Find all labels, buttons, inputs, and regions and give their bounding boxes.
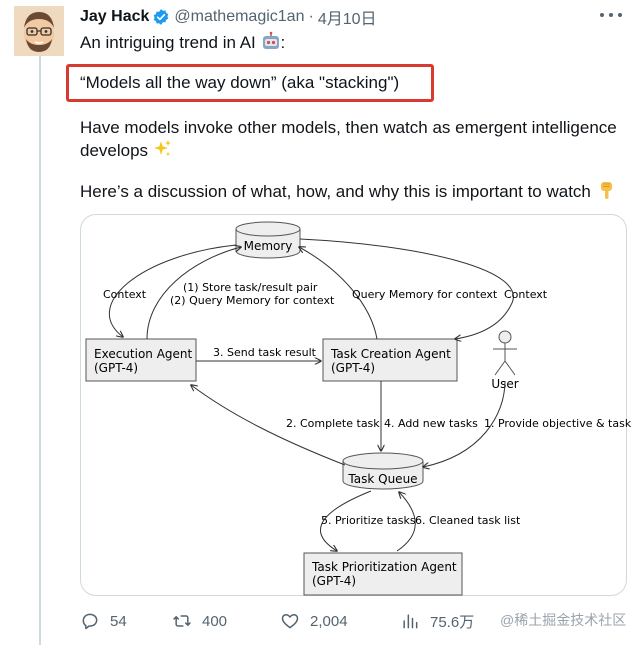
agent-architecture-diagram: Memory Execution Agent (GPT-4) Task Crea…	[85, 221, 632, 596]
tweet-header: Jay Hack @mathemagic1an · 4月10日	[80, 6, 377, 28]
highlight-box	[66, 64, 434, 102]
task-queue-label: Task Queue	[347, 472, 417, 486]
reply-count: 54	[110, 612, 127, 630]
sparkles-emoji-icon	[153, 140, 171, 156]
edge-add-new-tasks: 4. Add new tasks	[384, 417, 478, 430]
edge-context-right: Context	[504, 288, 548, 301]
user-node	[493, 330, 517, 376]
views-button[interactable]: 75.6万	[400, 611, 474, 632]
more-icon[interactable]	[600, 8, 622, 22]
avatar-image	[14, 6, 64, 56]
watermark: @稀土掘金技术社区	[500, 612, 627, 628]
like-button[interactable]: 2,004	[280, 611, 348, 631]
views-count: 75.6万	[430, 613, 475, 631]
author-handle[interactable]: @mathemagic1an	[174, 8, 305, 25]
edge-complete-task: 2. Complete task	[286, 417, 380, 430]
like-count: 2,004	[310, 612, 348, 630]
tweet-paragraph-2: Have models invoke other models, then wa…	[80, 117, 630, 162]
verified-badge-icon	[154, 9, 169, 25]
execution-agent-label: Execution Agent	[94, 347, 193, 361]
retweet-count: 400	[202, 612, 228, 630]
edge-provide-objective: 1. Provide objective & task	[484, 417, 632, 430]
action-bar: 54 400 2,004 75.6万 @稀土掘金技术社区	[80, 608, 628, 634]
memory-label: Memory	[244, 239, 293, 253]
task-creation-agent-node: Task Creation Agent (GPT-4)	[322, 338, 458, 382]
execution-agent-node: Execution Agent (GPT-4)	[85, 338, 197, 382]
thread-line	[39, 56, 41, 645]
edge-query-memory: Query Memory for context	[352, 288, 498, 301]
execution-agent-model: (GPT-4)	[94, 361, 138, 375]
separator-dot: ·	[308, 8, 314, 25]
retweet-icon	[173, 615, 191, 627]
edge-send-task-result: 3. Send task result	[213, 346, 317, 359]
author-name[interactable]: Jay Hack	[80, 8, 150, 25]
edge-store-line1: (1) Store task/result pair	[183, 281, 318, 294]
robot-emoji-icon	[262, 31, 279, 49]
like-icon	[281, 614, 299, 629]
diagram-edges	[109, 238, 514, 551]
views-icon	[403, 614, 418, 629]
edge-context-left: Context	[103, 288, 147, 301]
task-queue-node: Task Queue	[342, 452, 424, 490]
paragraph-2-text: Have models invoke other models, then wa…	[80, 118, 617, 160]
diagram-image[interactable]: Memory Execution Agent (GPT-4) Task Crea…	[80, 214, 632, 596]
edge-cleaned-task-list: 6. Cleaned task list	[415, 514, 521, 527]
reply-button[interactable]: 54	[80, 611, 127, 631]
edge-store-line2: (2) Query Memory for context	[170, 294, 335, 307]
edge-prioritize-tasks: 5. Prioritize tasks	[321, 514, 416, 527]
paragraph-3-text: Here’s a discussion of what, how, and wh…	[80, 182, 591, 201]
tweet-intro-text: An intriguing trend in AI	[80, 33, 256, 52]
memory-node: Memory	[235, 221, 301, 259]
prioritization-agent-label: Task Prioritization Agent	[311, 560, 457, 574]
task-creation-agent-model: (GPT-4)	[331, 361, 375, 375]
avatar[interactable]	[14, 6, 64, 56]
tweet-date[interactable]: 4月10日	[317, 11, 377, 28]
tweet-intro-suffix: :	[280, 33, 286, 52]
tweet-paragraph-3: Here’s a discussion of what, how, and wh…	[80, 180, 630, 203]
task-creation-agent-label: Task Creation Agent	[330, 347, 451, 361]
retweet-button[interactable]: 400	[172, 611, 227, 631]
highlighted-line: “Models all the way down” (aka "stacking…	[80, 73, 400, 92]
pointing-down-emoji-icon	[600, 182, 612, 199]
prioritization-agent-node: Task Prioritization Agent (GPT-4)	[303, 552, 463, 596]
reply-icon	[82, 613, 98, 630]
prioritization-agent-model: (GPT-4)	[312, 574, 356, 588]
tweet-line-1: An intriguing trend in AI :	[80, 31, 630, 54]
